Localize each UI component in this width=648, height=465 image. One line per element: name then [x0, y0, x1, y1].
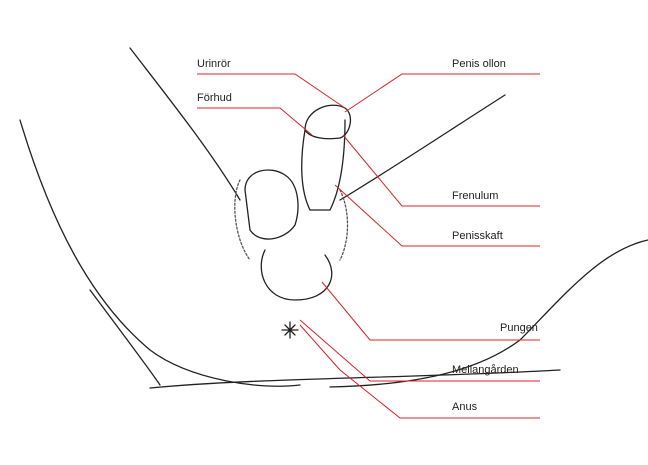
label-frenulum: Frenulum: [452, 190, 499, 202]
leader-pungen: [321, 281, 540, 341]
label-urinror: Urinrör: [197, 58, 231, 70]
left-buttock-line: [89, 289, 161, 386]
buttock-crease: [149, 369, 561, 389]
left-thigh-lower-line: [19, 119, 301, 387]
leader-mellangarden: [299, 319, 540, 382]
left-thigh-top-line: [129, 47, 241, 201]
right-thigh-top-line: [339, 94, 506, 201]
label-anus: Anus: [452, 401, 478, 413]
leader-penis-ollon: [344, 73, 540, 113]
leader-lines: [197, 73, 540, 419]
body-outline: [19, 47, 648, 389]
leader-urinror: [197, 73, 346, 109]
label-forhud: Förhud: [197, 92, 232, 104]
label-pungen: Pungen: [500, 322, 538, 334]
anus-mark: [281, 321, 299, 339]
leader-frenulum: [342, 134, 540, 207]
label-mellangarden: Mellangården: [452, 364, 519, 376]
leader-penisskaft: [334, 184, 540, 247]
leader-anus: [299, 324, 540, 419]
scrotum-outline: [260, 249, 333, 301]
hair-texture: [234, 179, 349, 261]
shaft-outline: [301, 119, 346, 211]
leader-forhud: [197, 107, 313, 136]
label-penis-ollon: Penis ollon: [452, 58, 506, 70]
label-penisskaft: Penisskaft: [452, 230, 503, 242]
glans-outline: [304, 104, 352, 140]
hand-outline: [244, 169, 299, 240]
